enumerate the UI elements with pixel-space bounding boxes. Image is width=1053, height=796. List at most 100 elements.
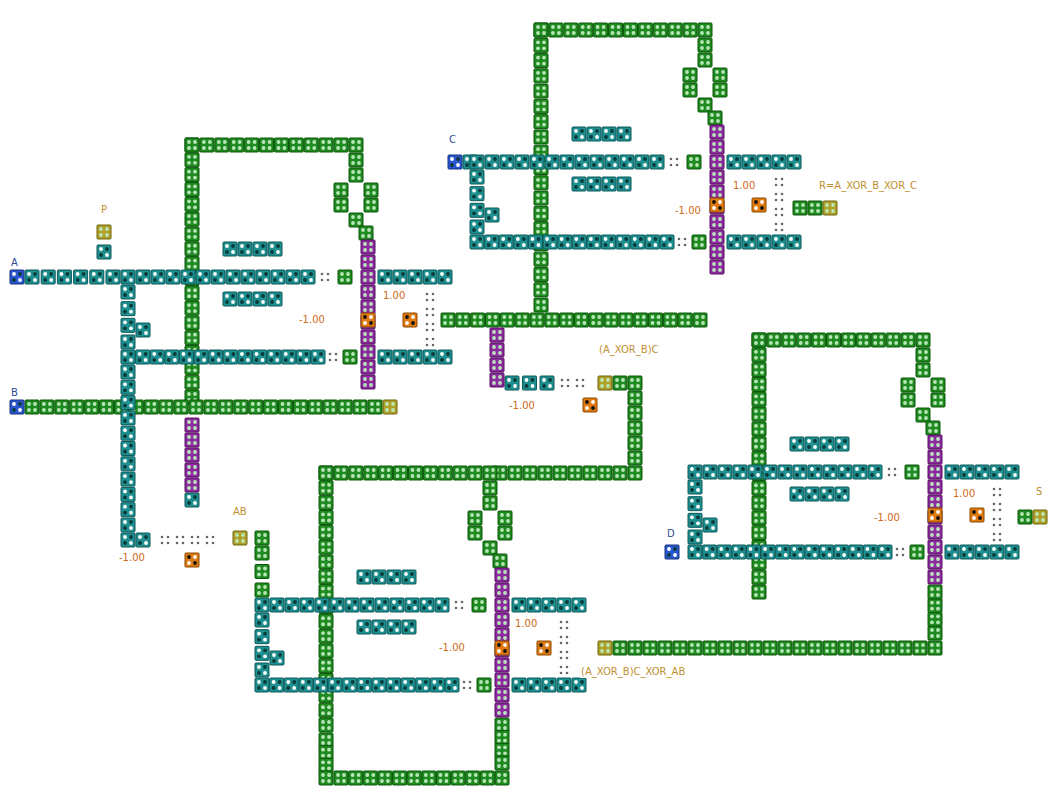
quantum-dot [536, 260, 540, 264]
qca-cell [752, 585, 766, 599]
cell-body [534, 176, 548, 190]
cell-body [752, 333, 766, 347]
quantum-dot [193, 161, 197, 165]
quantum-dot [93, 408, 97, 412]
quantum-dot [161, 402, 165, 406]
quantum-dot [129, 343, 133, 347]
quantum-dot [251, 408, 255, 412]
quantum-dot [536, 138, 540, 142]
qca-cell [319, 496, 333, 510]
qca-cell [649, 313, 663, 327]
cell-body [245, 138, 259, 152]
quantum-dot [321, 646, 325, 650]
qca-cell [185, 153, 199, 167]
quantum-dot [497, 751, 501, 755]
quantum-dot [494, 315, 498, 319]
quantum-dot [696, 649, 700, 653]
cell-body [628, 641, 642, 655]
cell-body [471, 313, 485, 327]
qca-cell [793, 641, 807, 655]
quantum-dot [630, 474, 634, 478]
quantum-dot [775, 335, 779, 339]
cell-body [97, 245, 111, 259]
quantum-dot [476, 519, 480, 523]
quantum-dot [276, 250, 280, 254]
qca-cell [25, 400, 39, 414]
cell-body [363, 771, 377, 785]
quantum-dot [270, 244, 274, 248]
quantum-dot [685, 91, 689, 95]
quantum-dot [506, 519, 510, 523]
quantum-dot [939, 380, 943, 384]
quantum-dot [879, 341, 883, 345]
quantum-dot [431, 358, 435, 362]
quantum-dot [876, 649, 880, 653]
quantum-dot [98, 278, 102, 282]
quantum-dot [319, 352, 323, 356]
cell-body [249, 400, 263, 414]
qca-cell [466, 771, 480, 785]
quantum-dot [864, 335, 868, 339]
qca-cell [468, 526, 482, 540]
qca-cell [334, 138, 348, 152]
quantum-dot [327, 468, 331, 472]
qca-cell [628, 376, 642, 390]
qca-cell [319, 555, 333, 569]
quantum-dot [336, 200, 340, 204]
quantum-dot [525, 468, 529, 472]
quantum-dot [187, 161, 191, 165]
quantum-dot [497, 745, 501, 749]
quantum-dot [689, 163, 693, 167]
cell-body [326, 350, 340, 364]
quantum-dot [542, 214, 546, 218]
quantum-dot [193, 146, 197, 150]
cell-body [319, 466, 333, 480]
cell-body [901, 333, 915, 347]
quantum-dot [482, 773, 486, 777]
quantum-dot [700, 25, 704, 29]
quantum-dot [187, 155, 191, 159]
cell-body [928, 585, 942, 599]
quantum-dot [351, 161, 355, 165]
qca-cell [230, 138, 244, 152]
quantum-dot [193, 309, 197, 313]
quantum-dot [411, 474, 415, 478]
quantum-dot [402, 468, 406, 472]
quantum-dot [173, 358, 177, 362]
qca-cell [752, 407, 766, 421]
cell-body [752, 511, 766, 525]
quantum-dot [933, 380, 937, 384]
qca-cell [319, 771, 333, 785]
quantum-dot [321, 519, 325, 523]
qca-cell [121, 270, 135, 284]
quantum-dot [780, 643, 784, 647]
quantum-dot [924, 335, 928, 339]
qca-cell [304, 138, 318, 152]
quantum-dot [129, 278, 133, 282]
quantum-dot [903, 401, 907, 405]
cell-body [579, 23, 593, 37]
cell-body [40, 400, 54, 414]
quantum-dot [474, 779, 478, 783]
quantum-dot [685, 85, 689, 89]
quantum-dot [380, 272, 384, 276]
cell-body [311, 350, 325, 364]
quantum-dot [536, 62, 540, 66]
quantum-dot [425, 272, 429, 276]
quantum-dot [33, 402, 37, 406]
quantum-dot [193, 244, 197, 248]
quantum-dot [820, 341, 824, 345]
quantum-dot [754, 409, 758, 413]
quantum-dot [576, 468, 580, 472]
quantum-dot [227, 402, 231, 406]
cell-body [255, 565, 269, 579]
quantum-dot [924, 371, 928, 375]
cell-body [628, 436, 642, 450]
cell-body [763, 641, 777, 655]
quantum-dot [497, 758, 501, 762]
quantum-dot [351, 779, 355, 783]
cell-body [886, 333, 900, 347]
quantum-dot [756, 643, 760, 647]
quantum-dot [12, 272, 16, 276]
quantum-dot [57, 402, 61, 406]
